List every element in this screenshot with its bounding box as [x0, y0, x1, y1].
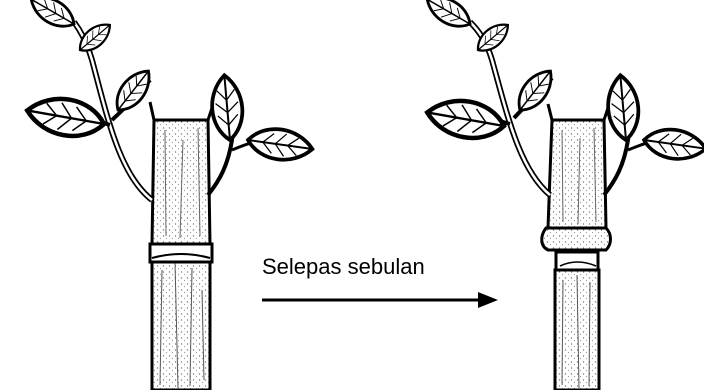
right-arrow-icon — [262, 292, 498, 308]
right-shoot — [604, 74, 704, 195]
leaf-icon — [26, 0, 80, 34]
arrow-caption: Selepas sebulan — [262, 254, 524, 280]
scion-stem — [150, 102, 212, 244]
leaf-icon — [605, 74, 641, 141]
left-shoot — [24, 0, 157, 200]
graft-union — [150, 244, 212, 262]
leaf-icon — [246, 125, 315, 164]
right-shoot — [208, 74, 314, 195]
leaf-icon — [472, 18, 513, 57]
leaf-icon — [424, 95, 507, 144]
scion-stem — [548, 104, 608, 228]
leaf-icon — [511, 64, 559, 117]
rootstock-stem — [555, 270, 599, 390]
leaf-icon — [24, 93, 107, 142]
graft-union — [542, 228, 611, 270]
left-shoot — [422, 0, 560, 195]
rootstock-stem — [152, 258, 210, 390]
panel-before — [24, 0, 314, 390]
leaf-icon — [642, 126, 704, 163]
panel-after — [422, 0, 704, 390]
leaf-icon — [422, 0, 476, 34]
leaf-icon — [209, 74, 245, 141]
